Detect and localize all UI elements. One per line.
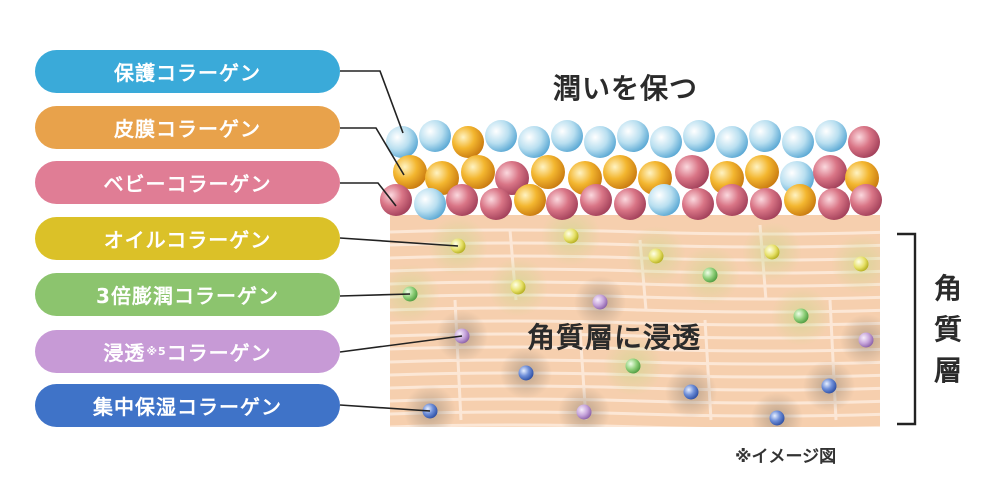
surface-collagen-ball xyxy=(850,184,882,216)
surface-collagen-ball xyxy=(614,188,646,220)
skin-line xyxy=(390,410,880,418)
surface-collagen-ball xyxy=(495,161,529,195)
surface-collagen xyxy=(380,120,882,220)
connector-protect xyxy=(340,70,404,134)
label-baby-collagen: ベビーコラーゲン xyxy=(35,161,340,204)
surface-collagen-ball xyxy=(419,120,451,152)
surface-collagen-ball xyxy=(584,126,616,158)
label-text: オイルコラーゲン xyxy=(103,228,272,252)
surface-collagen-ball xyxy=(749,120,781,152)
surface-collagen-ball xyxy=(648,184,680,216)
label-film-collagen: 皮膜コラーゲン xyxy=(35,106,340,149)
side-label: 角 質 層 xyxy=(930,268,966,391)
connector-baby xyxy=(340,182,397,207)
stratum-corneum xyxy=(390,215,880,427)
surface-collagen-ball xyxy=(750,188,782,220)
label-swell-collagen: 3倍膨潤コラーゲン xyxy=(35,273,340,316)
collagen-molecule xyxy=(853,256,869,272)
connector-film xyxy=(340,127,405,176)
surface-collagen-ball xyxy=(514,184,546,216)
surface-collagen-ball xyxy=(452,126,484,158)
surface-collagen-ball xyxy=(386,126,418,158)
label-text: 皮膜コラーゲン xyxy=(114,117,261,141)
label-text-suffix: コラーゲン xyxy=(166,341,272,365)
collagen-molecule xyxy=(821,378,837,394)
surface-collagen-ball xyxy=(461,155,495,189)
connector-lines xyxy=(339,70,463,412)
collagen-molecule xyxy=(702,267,718,283)
surface-collagen-ball xyxy=(485,120,517,152)
collagen-molecule xyxy=(648,248,664,264)
connector-moist xyxy=(339,404,431,412)
label-text: 3倍膨潤コラーゲン xyxy=(96,284,279,308)
surface-collagen-ball xyxy=(480,188,512,220)
collagen-molecule xyxy=(625,358,641,374)
collagen-halo xyxy=(751,392,803,427)
surface-collagen-ball xyxy=(683,120,715,152)
surface-collagen-ball xyxy=(782,126,814,158)
layer-bracket xyxy=(897,232,917,426)
image-note: ※イメージ図 xyxy=(735,447,837,467)
penetrating-collagen xyxy=(402,228,874,426)
skin-line xyxy=(390,280,880,288)
surface-collagen-ball xyxy=(603,155,637,189)
surface-collagen-ball xyxy=(380,184,412,216)
surface-collagen-ball xyxy=(848,126,880,158)
surface-collagen-ball xyxy=(815,120,847,152)
collagen-molecule xyxy=(576,404,592,420)
collagen-molecule xyxy=(592,294,608,310)
surface-collagen-ball xyxy=(414,188,446,220)
surface-collagen-ball xyxy=(818,188,850,220)
collagen-molecule xyxy=(858,332,874,348)
surface-collagen-ball xyxy=(546,188,578,220)
surface-collagen-ball xyxy=(682,188,714,220)
label-text: 浸透 xyxy=(103,341,146,365)
surface-collagen-ball xyxy=(393,155,427,189)
collagen-molecule xyxy=(563,228,579,244)
label-oil-collagen: オイルコラーゲン xyxy=(35,217,340,260)
footnote-mark: ※5 xyxy=(146,345,167,358)
side-label-char: 質 xyxy=(933,313,962,346)
collagen-molecule xyxy=(518,365,534,381)
side-label-char: 層 xyxy=(933,354,962,387)
collagen-molecule xyxy=(683,384,699,400)
label-protect-collagen: 保護コラーゲン xyxy=(35,50,340,93)
connector-swell xyxy=(339,293,411,297)
surface-collagen-ball xyxy=(617,120,649,152)
surface-collagen-ball xyxy=(716,126,748,158)
surface-collagen-ball xyxy=(446,184,478,216)
surface-collagen-ball xyxy=(745,155,779,189)
surface-collagen-ball xyxy=(518,126,550,158)
surface-collagen-ball xyxy=(716,184,748,216)
surface-collagen-ball xyxy=(813,155,847,189)
label-text: ベビーコラーゲン xyxy=(103,172,272,196)
connector-penetrate xyxy=(339,335,463,353)
side-label-char: 角 xyxy=(933,272,962,305)
surface-collagen-ball xyxy=(675,155,709,189)
surface-collagen-ball xyxy=(551,120,583,152)
surface-collagen-ball xyxy=(784,184,816,216)
collagen-molecule xyxy=(769,410,785,426)
surface-collagen-ball xyxy=(425,161,459,195)
skin-line xyxy=(390,423,880,427)
connector-oil xyxy=(339,237,459,247)
surface-collagen-ball xyxy=(531,155,565,189)
layer-heading: 角質層に浸透 xyxy=(527,321,702,354)
collagen-molecule xyxy=(510,279,526,295)
top-heading: 潤いを保つ xyxy=(553,72,699,105)
surface-collagen-ball xyxy=(580,184,612,216)
collagen-molecule xyxy=(793,308,809,324)
label-text: 保護コラーゲン xyxy=(114,61,261,85)
collagen-molecule xyxy=(764,244,780,260)
surface-collagen-ball xyxy=(650,126,682,158)
label-text: 集中保湿コラーゲン xyxy=(93,395,282,419)
label-moist-collagen: 集中保湿コラーゲン xyxy=(35,384,340,427)
